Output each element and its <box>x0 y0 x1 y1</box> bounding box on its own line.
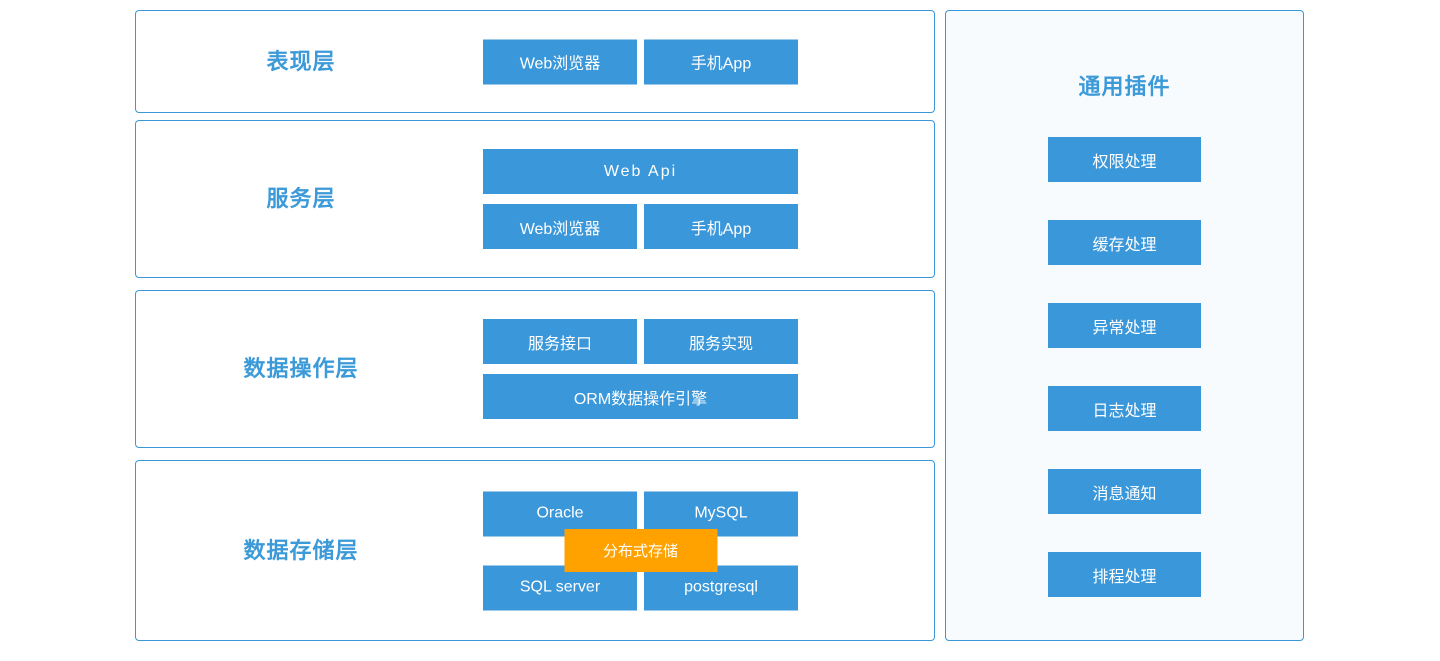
plugin-item-permission[interactable]: 权限处理 <box>1048 137 1201 182</box>
layer-panel-data-operation: 数据操作层 服务接口 服务实现 ORM数据操作引擎 <box>135 290 935 448</box>
node-box-orm-engine[interactable]: ORM数据操作引擎 <box>483 374 798 419</box>
plugin-item-logging[interactable]: 日志处理 <box>1048 386 1201 431</box>
node-box-service-implementation[interactable]: 服务实现 <box>644 319 798 364</box>
layer-body-presentation: Web浏览器 手机App <box>483 39 798 84</box>
layer-title-service: 服务层 <box>266 185 336 211</box>
node-box-mobile-app[interactable]: 手机App <box>644 39 798 84</box>
layer-panel-service: 服务层 Web Api Web浏览器 手机App <box>135 120 935 278</box>
layer-panel-data-storage: 数据存储层 Oracle MySQL SQL server postgresql… <box>135 460 935 641</box>
node-box-web-api[interactable]: Web Api <box>483 149 798 194</box>
plugin-item-scheduling[interactable]: 排程处理 <box>1048 552 1201 597</box>
node-box-distributed-storage[interactable]: 分布式存储 <box>564 529 717 572</box>
plugin-item-cache[interactable]: 缓存处理 <box>1048 220 1201 265</box>
node-box-mobile-app[interactable]: 手机App <box>644 204 798 249</box>
plugin-item-exception[interactable]: 异常处理 <box>1048 303 1201 348</box>
box-row: SQL server postgresql <box>483 565 798 610</box>
layer-body-service: Web Api Web浏览器 手机App <box>483 149 798 249</box>
layer-body-data-storage: Oracle MySQL SQL server postgresql 分布式存储 <box>483 491 798 610</box>
layer-body-data-operation: 服务接口 服务实现 ORM数据操作引擎 <box>483 319 798 419</box>
box-row: Web浏览器 手机App <box>483 39 798 84</box>
layer-panel-presentation: 表现层 Web浏览器 手机App <box>135 10 935 113</box>
box-row: ORM数据操作引擎 <box>483 374 798 419</box>
node-box-postgresql[interactable]: postgresql <box>644 565 798 610</box>
plugin-item-message-notification[interactable]: 消息通知 <box>1048 469 1201 514</box>
box-row: Web Api <box>483 149 798 194</box>
plugin-panel-title: 通用插件 <box>1078 74 1171 99</box>
plugin-panel: 通用插件 权限处理 缓存处理 异常处理 日志处理 消息通知 排程处理 <box>945 10 1304 641</box>
layer-title-data-storage: 数据存储层 <box>243 537 359 563</box>
node-box-oracle[interactable]: Oracle <box>483 491 637 536</box>
node-box-web-browser[interactable]: Web浏览器 <box>483 204 637 249</box>
box-row: Oracle MySQL <box>483 491 798 536</box>
layer-title-presentation: 表现层 <box>266 48 336 74</box>
node-box-sql-server[interactable]: SQL server <box>483 565 637 610</box>
node-box-mysql[interactable]: MySQL <box>644 491 798 536</box>
node-box-service-interface[interactable]: 服务接口 <box>483 319 637 364</box>
node-box-web-browser[interactable]: Web浏览器 <box>483 39 637 84</box>
plugin-list: 权限处理 缓存处理 异常处理 日志处理 消息通知 排程处理 <box>946 137 1303 597</box>
box-row: Web浏览器 手机App <box>483 204 798 249</box>
box-row: 服务接口 服务实现 <box>483 319 798 364</box>
layer-title-data-operation: 数据操作层 <box>243 355 359 381</box>
